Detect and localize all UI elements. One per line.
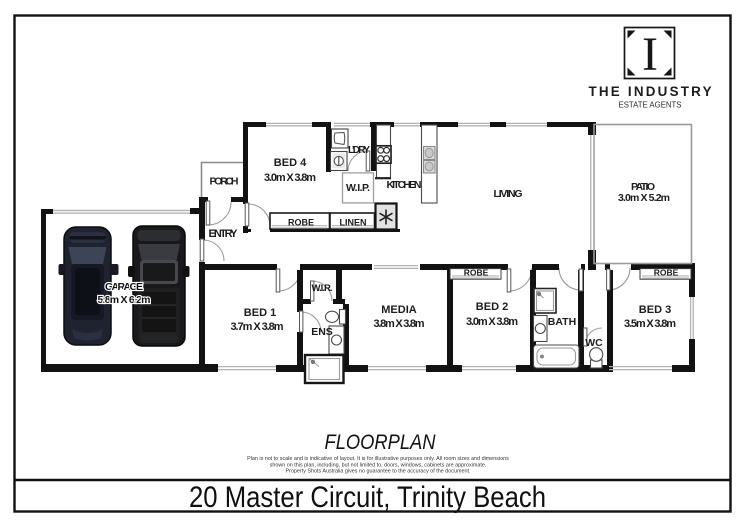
svg-text:BED 2: BED 2 (476, 301, 508, 313)
svg-text:shown on this plan, including,: shown on this plan, including, but not l… (270, 463, 487, 469)
svg-text:BATH: BATH (548, 316, 576, 328)
svg-text:ROBE: ROBE (654, 268, 679, 278)
svg-text:W.I.R.: W.I.R. (312, 283, 333, 294)
svg-text:3.8m X 3.8m: 3.8m X 3.8m (374, 318, 425, 330)
svg-text:ENTRY: ENTRY (209, 228, 239, 240)
svg-text:3.0m X 3.8m: 3.0m X 3.8m (264, 172, 316, 184)
svg-text:PATIO: PATIO (631, 181, 655, 193)
svg-text:PORCH: PORCH (210, 176, 239, 188)
svg-text:20 Master Circuit, Trinity Bea: 20 Master Circuit, Trinity Beach (189, 481, 546, 514)
svg-text:3.0m X 3.8m: 3.0m X 3.8m (466, 316, 518, 328)
svg-text:L’DRY: L’DRY (348, 145, 370, 156)
svg-text:THE INDUSTRY: THE INDUSTRY (589, 84, 712, 99)
svg-text:MEDIA: MEDIA (381, 304, 417, 316)
svg-text:KITCHEN: KITCHEN (387, 179, 422, 191)
svg-text:BED 3: BED 3 (639, 304, 671, 316)
svg-text:3.0m X 5.2m: 3.0m X 5.2m (618, 192, 670, 204)
svg-text:GARAGE: GARAGE (105, 281, 143, 293)
svg-text:Property Shots Australia gives: Property Shots Australia gives no guaran… (286, 469, 471, 475)
svg-text:W.I.P.: W.I.P. (346, 182, 370, 194)
svg-text:FLOORPLAN: FLOORPLAN (325, 431, 437, 454)
svg-text:Plan is not to scale and is in: Plan is not to scale and is indicative o… (247, 456, 509, 462)
svg-text:3.7m X 3.8m: 3.7m X 3.8m (231, 321, 284, 333)
svg-text:5.8m X 6.2m: 5.8m X 6.2m (98, 294, 151, 306)
svg-text:LIVING: LIVING (494, 188, 523, 200)
svg-text:ENS: ENS (311, 326, 333, 338)
svg-text:WC: WC (585, 337, 603, 349)
svg-text:I: I (642, 28, 658, 81)
svg-text:BED 4: BED 4 (274, 157, 307, 169)
svg-text:BED 1: BED 1 (244, 307, 276, 319)
svg-text:ESTATE AGENTS: ESTATE AGENTS (619, 100, 682, 110)
svg-text:ROBE: ROBE (288, 218, 314, 228)
svg-text:LINEN: LINEN (340, 218, 367, 228)
svg-text:3.5m X 3.8m: 3.5m X 3.8m (624, 318, 676, 330)
svg-text:ROBE: ROBE (464, 268, 489, 278)
